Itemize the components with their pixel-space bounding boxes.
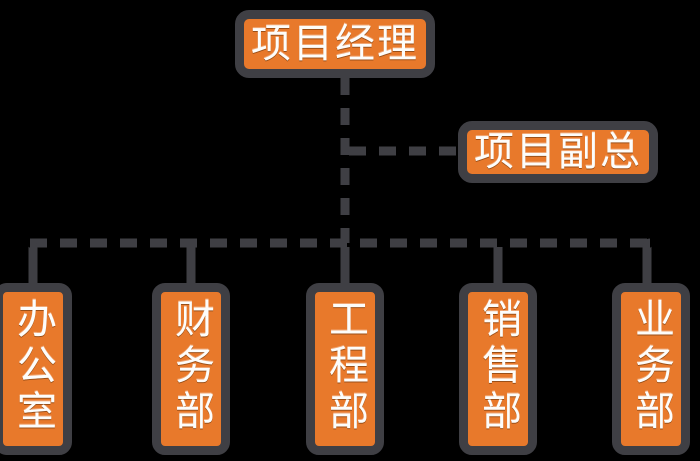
- org-node-engineering-label: 工程部: [322, 298, 368, 436]
- org-node-sales-label: 销售部: [475, 298, 521, 436]
- org-node-business[interactable]: 业务部: [612, 283, 690, 455]
- org-node-deputy[interactable]: 项目副总: [458, 121, 658, 183]
- org-node-sales[interactable]: 销售部: [459, 283, 537, 455]
- org-node-finance-label: 财务部: [168, 298, 214, 436]
- org-node-manager-label: 项目经理: [251, 21, 419, 67]
- edge-drop-business: [642, 238, 652, 287]
- org-node-business-label: 业务部: [628, 298, 674, 436]
- org-node-office[interactable]: 办公室: [0, 283, 72, 455]
- org-node-deputy-label: 项目副总: [474, 129, 642, 175]
- org-node-engineering[interactable]: 工程部: [306, 283, 384, 455]
- edge-drop-office: [28, 238, 38, 287]
- org-node-office-label: 办公室: [10, 298, 56, 436]
- org-node-manager[interactable]: 项目经理: [235, 10, 435, 78]
- org-node-finance[interactable]: 财务部: [152, 283, 230, 455]
